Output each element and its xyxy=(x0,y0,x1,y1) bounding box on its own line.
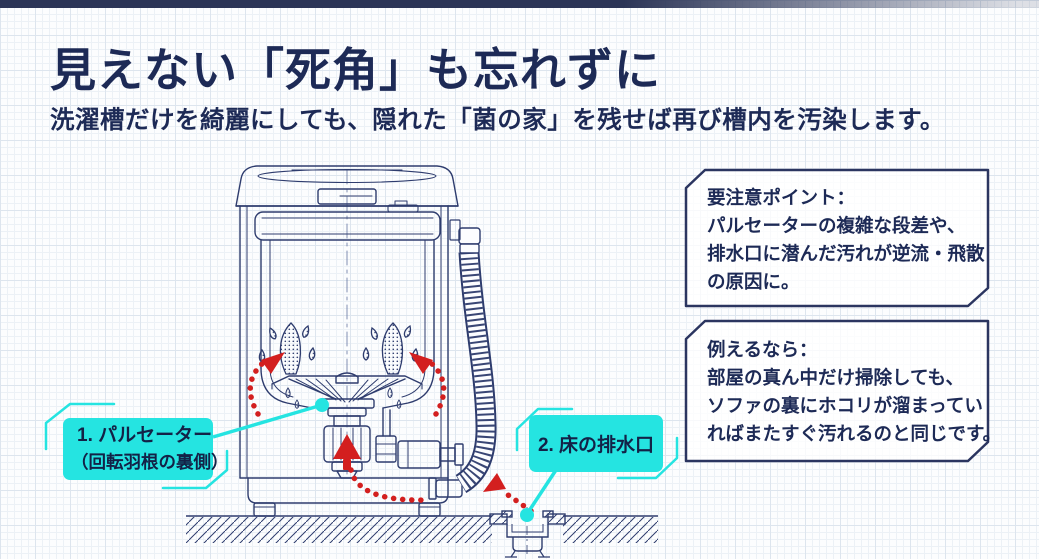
cabinet xyxy=(239,205,449,517)
water-splash-icons xyxy=(258,322,420,409)
top-lid-housing xyxy=(235,165,459,207)
info-box-2-shape xyxy=(684,319,990,463)
callout-floor-drain-label: 2. 床の排水口 xyxy=(529,415,663,472)
info-box-1-shape xyxy=(684,168,990,308)
analogy-line: 部屋の真ん中だけ掃除しても、 xyxy=(707,367,964,388)
arrow-up-icon xyxy=(333,434,361,459)
arrow-into-hose-icon xyxy=(483,473,506,492)
caution-points-box: 要注意ポイント： パルセーターの複雑な段差や、 排水口に潜んだ汚れが逆流・飛散 … xyxy=(707,184,985,296)
drain-point-marker xyxy=(520,508,534,522)
washing-machine-illustration xyxy=(235,165,464,517)
floor xyxy=(186,515,658,543)
drain-hose xyxy=(449,219,497,494)
corner-bracket-icon xyxy=(616,436,679,480)
analogy-line: ればまたすぐ汚れるのと同じです。 xyxy=(707,423,1002,444)
page-subtitle: 洗濯槽だけを綺麗にしても、隠れた「菌の家」を残せば再び槽内を汚染します。 xyxy=(50,107,945,134)
drain-pump xyxy=(375,407,464,500)
pulsator-point-marker xyxy=(315,398,329,412)
info-box-shapes xyxy=(684,168,990,463)
caution-points-line: 排水口に潜んだ汚れが逆流・飛散 xyxy=(707,243,985,264)
callout-1-box xyxy=(63,418,213,480)
corner-bracket-icon xyxy=(515,407,574,452)
caution-points-line: パルセーターの複雑な段差や、 xyxy=(707,215,966,236)
callout-2-line-1: 2. 床の排水口 xyxy=(537,435,655,456)
corner-bracket-icon xyxy=(44,402,116,451)
caution-points-line: の原因に。 xyxy=(707,271,800,292)
callout-pulsator-label: 1. パルセーター （回転羽根の裏側） xyxy=(63,418,229,480)
analogy-line: ソファの裏にホコリが溜まってい xyxy=(707,395,983,416)
page-title: 見えない「死角」も忘れずに xyxy=(50,44,661,96)
corner-bracket-icon xyxy=(161,449,229,490)
backflow-arrow-icons xyxy=(247,352,534,514)
floor-drain xyxy=(489,507,566,558)
arrow-up-right-icon xyxy=(261,352,285,374)
analogy-heading: 例えるなら： xyxy=(707,339,818,360)
callout-2-box xyxy=(529,415,663,472)
analogy-box: 例えるなら： 部屋の真ん中だけ掃除しても、 ソファの裏にホコリが溜まってい れば… xyxy=(707,336,1002,448)
caution-points-heading: 要注意ポイント： xyxy=(707,187,856,208)
callout-1-line-2: （回転羽根の裏側） xyxy=(71,452,229,472)
callout-graphics xyxy=(44,398,679,522)
arrow-up-left-icon xyxy=(409,352,433,374)
top-edge-strip xyxy=(0,0,1039,8)
callout-1-line-1: 1. パルセーター xyxy=(77,425,213,446)
